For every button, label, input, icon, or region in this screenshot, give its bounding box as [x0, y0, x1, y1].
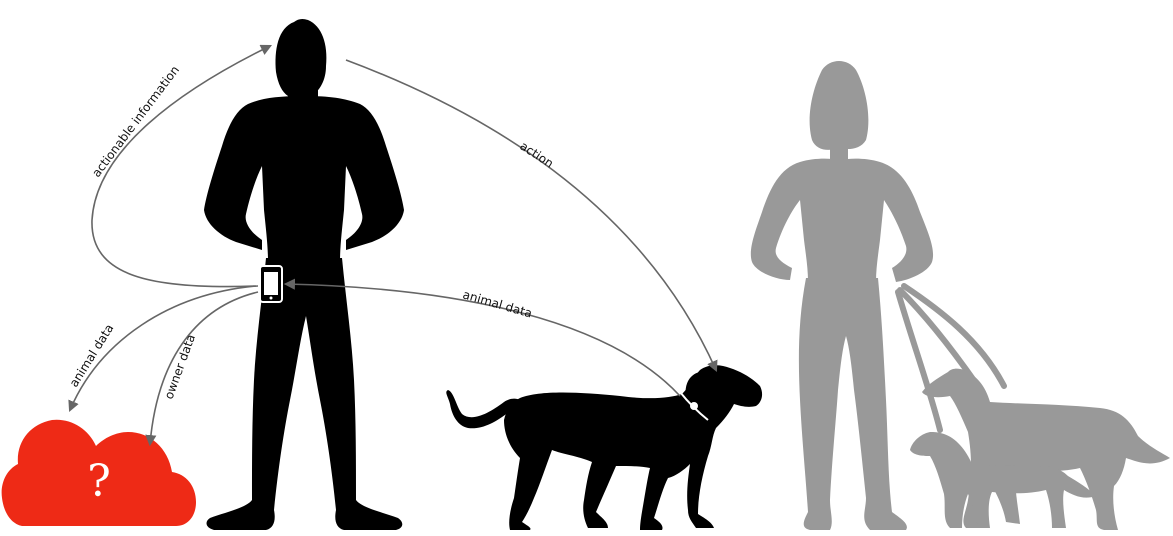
label-owner-data: owner data	[162, 332, 198, 401]
smartphone-icon	[260, 266, 282, 302]
cloud-icon: ?	[2, 420, 196, 526]
arrow-owner-data	[150, 292, 258, 444]
owner-silhouette	[204, 19, 404, 530]
label-animal-data-phone: animal data	[461, 287, 534, 320]
owned-dog-silhouette	[446, 365, 762, 530]
label-actionable-information: actionable information	[89, 63, 182, 180]
cloud-question-mark: ?	[87, 456, 111, 507]
label-action: action	[517, 139, 556, 171]
label-animal-data-cloud: animal data	[67, 322, 117, 390]
